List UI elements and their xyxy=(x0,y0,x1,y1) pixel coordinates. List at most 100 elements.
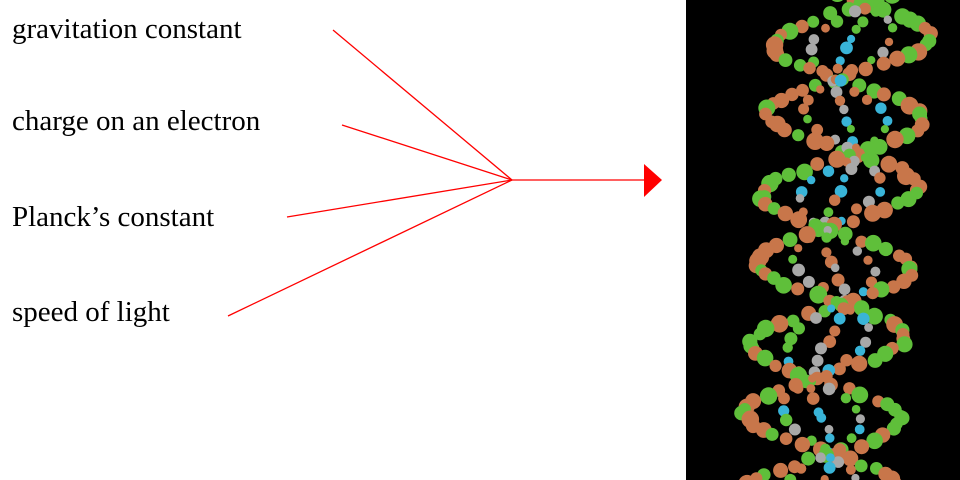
dna-atom xyxy=(874,172,886,184)
dna-atom xyxy=(860,153,870,162)
dna-atom xyxy=(816,85,825,94)
arrow-head-icon xyxy=(644,164,662,197)
dna-atom xyxy=(835,56,845,66)
dna-atom xyxy=(795,194,805,203)
dna-atom xyxy=(840,393,852,404)
dna-atom xyxy=(862,195,875,208)
dna-atom xyxy=(886,130,904,149)
dna-atom xyxy=(863,255,873,265)
dna-atom xyxy=(782,342,793,353)
dna-atom xyxy=(866,307,883,325)
dna-atom xyxy=(795,463,807,474)
dna-atom xyxy=(823,207,834,218)
dna-atom xyxy=(811,354,824,367)
dna-atom xyxy=(860,336,872,348)
dna-atom xyxy=(815,342,827,355)
dna-atom xyxy=(798,103,810,115)
dna-atom xyxy=(788,423,801,436)
dna-atom xyxy=(777,205,793,222)
dna-atom xyxy=(900,191,917,208)
dna-atom xyxy=(791,282,805,296)
dna-atom xyxy=(853,300,870,316)
dna-atom xyxy=(821,23,830,33)
dna-atom xyxy=(833,312,846,325)
label-speed-of-light: speed of light xyxy=(12,296,170,328)
dna-atom xyxy=(832,63,843,74)
dna-atom xyxy=(841,116,852,127)
dna-atom xyxy=(807,15,820,28)
dna-atom xyxy=(778,392,790,405)
dna-atom xyxy=(854,459,868,473)
dna-atom xyxy=(858,287,868,297)
dna-atom xyxy=(875,102,887,114)
dna-atom xyxy=(838,226,853,242)
label-gravitation-constant: gravitation constant xyxy=(12,13,242,45)
connector-line-gravitation xyxy=(332,29,513,181)
dna-atom xyxy=(825,433,835,443)
dna-atom xyxy=(788,254,798,264)
dna-atom xyxy=(784,332,798,346)
dna-atom xyxy=(810,312,822,324)
dna-atom xyxy=(809,285,828,304)
dna-atom xyxy=(802,94,814,106)
dna-atom xyxy=(889,50,906,67)
dna-atom xyxy=(828,150,846,168)
dna-atom xyxy=(781,167,796,182)
dna-atom xyxy=(865,276,878,288)
dna-atom xyxy=(805,234,815,243)
dna-atom xyxy=(794,436,811,453)
dna-atom xyxy=(875,187,886,197)
dna-atom xyxy=(861,94,873,105)
dna-atom xyxy=(857,16,869,28)
dna-atom xyxy=(808,374,817,383)
dna-atom xyxy=(884,37,894,47)
dna-atom xyxy=(883,15,892,24)
dna-atom xyxy=(851,473,860,480)
dna-atom xyxy=(854,424,865,435)
dna-atom xyxy=(864,323,873,332)
dna-atom xyxy=(805,43,818,56)
dna-atom xyxy=(870,266,881,277)
dna-atom xyxy=(784,473,797,480)
dna-atom xyxy=(790,211,808,229)
dna-atom xyxy=(831,0,843,2)
dna-atom xyxy=(767,202,781,215)
dna-atom xyxy=(851,203,862,215)
dna-atom xyxy=(830,86,843,98)
dna-atom xyxy=(795,19,809,34)
dna-atom xyxy=(840,237,850,246)
dna-atom xyxy=(851,386,869,404)
dna-atom xyxy=(801,451,816,466)
dna-atom xyxy=(837,302,851,316)
dna-atom xyxy=(877,46,889,59)
dna-atom xyxy=(867,56,876,65)
dna-atom xyxy=(802,275,815,288)
dna-atom xyxy=(840,174,849,183)
dna-atom xyxy=(842,450,859,467)
dna-atom xyxy=(876,56,891,71)
dna-atom xyxy=(886,421,901,436)
dna-atom xyxy=(851,404,861,414)
dna-atom xyxy=(807,175,816,185)
dna-atom xyxy=(782,232,798,248)
dna-atom xyxy=(847,34,856,44)
dna-atom xyxy=(830,15,844,28)
dna-atom xyxy=(823,335,837,348)
dna-atom xyxy=(779,432,793,446)
dna-atom xyxy=(829,194,841,206)
dna-atom xyxy=(891,196,905,210)
dna-atom xyxy=(756,349,774,367)
dna-atom xyxy=(834,74,847,87)
dna-atom xyxy=(855,414,865,424)
dna-atom xyxy=(821,232,832,243)
dna-atom xyxy=(834,185,848,198)
connector-line-speed-of-light xyxy=(227,179,513,317)
dna-atom xyxy=(808,34,820,45)
dna-atom xyxy=(866,432,883,450)
dna-atom xyxy=(886,280,901,294)
dna-atom xyxy=(796,83,809,97)
dna-atom xyxy=(824,424,834,434)
dna-atom xyxy=(793,59,807,72)
dna-atom xyxy=(882,116,893,126)
